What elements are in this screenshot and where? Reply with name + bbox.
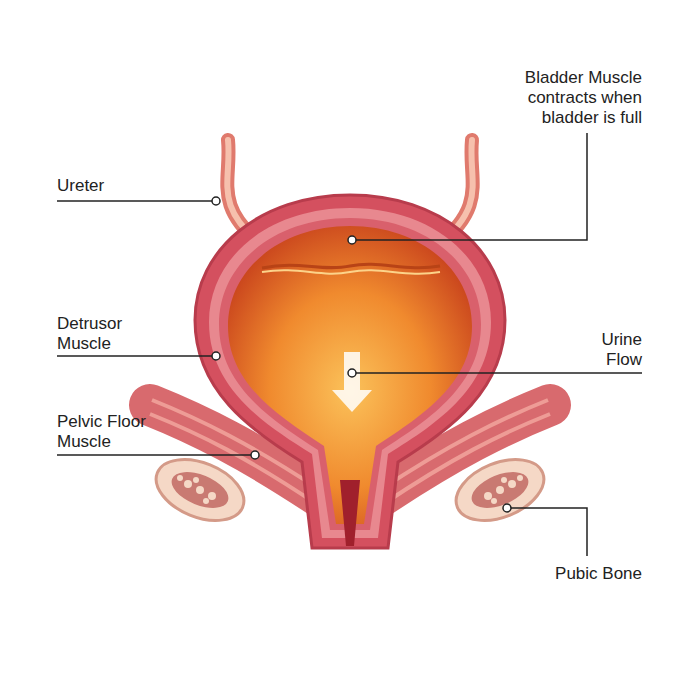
leader-line [352,133,587,240]
part-label: Pubic Bone [502,564,642,584]
part-label: Ureter [57,176,177,196]
leader-dot [251,451,259,459]
part-label: Detrusor Muscle [57,314,139,354]
flow-arrow [332,352,372,412]
leader-line [57,200,214,202]
pubic-bone [447,448,553,533]
leader-line [57,355,214,357]
leader-dot [348,236,356,244]
leader-line [352,372,642,374]
leader-dot [212,352,220,360]
leader-line [507,508,587,556]
leader-dot [348,369,356,377]
pubic-bone [147,448,253,533]
bladder-wall [195,195,505,548]
part-label: Urine Flow [588,330,642,370]
urine-surface [262,264,440,268]
urine-surface [262,270,440,273]
leader-line [57,454,252,456]
leader-dot [212,197,220,205]
urine-lumen [228,226,472,524]
part-label: Pelvic Floor Muscle [57,412,155,452]
part-label: Bladder Muscle contracts when bladder is… [516,68,642,128]
urethra-opening [340,480,360,546]
leader-dot [503,504,511,512]
